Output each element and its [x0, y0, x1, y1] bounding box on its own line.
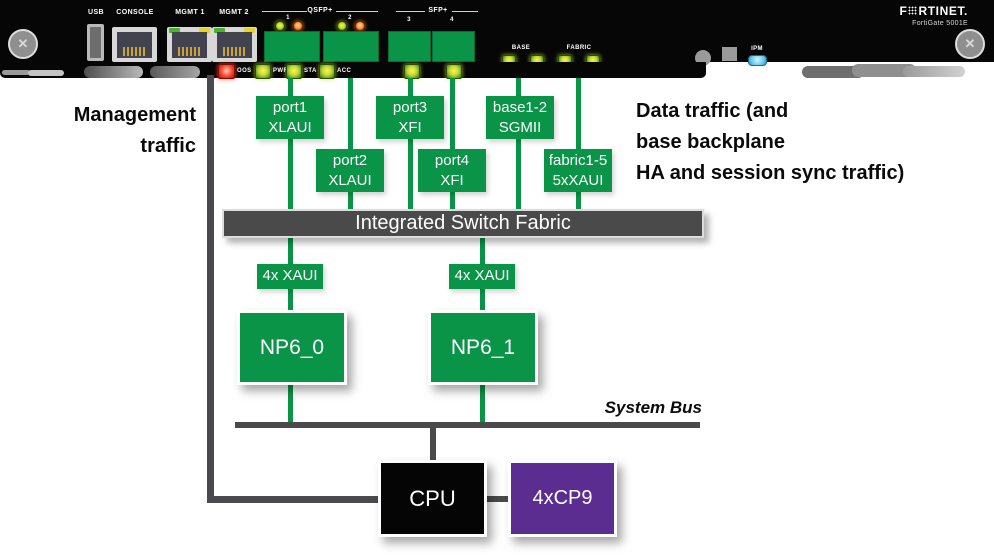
port3-link-line — [408, 78, 413, 209]
mgmt1-activity-led — [199, 28, 210, 33]
pwr-led — [255, 64, 271, 79]
console-label: CONSOLE — [116, 9, 154, 16]
sfp-port3-cage — [388, 31, 431, 62]
mgmt1-label: MGMT 1 — [175, 9, 205, 16]
usb-label: USB — [88, 9, 104, 16]
handle-bar — [903, 66, 965, 77]
mgmt2-label: MGMT 2 — [219, 9, 249, 16]
sfp-bracket-left — [396, 11, 425, 12]
qsfp-port2-cage — [323, 31, 379, 62]
xaui-label-right: 4x XAUI — [449, 264, 515, 289]
qsfp1-amber-led — [293, 21, 303, 31]
oos-led — [218, 64, 235, 79]
mgmt2-activity-led — [244, 28, 255, 33]
sta-led-label: STA — [304, 68, 317, 74]
qsfp-bracket-right — [336, 11, 378, 12]
mgmt2-link-led — [214, 28, 225, 33]
left-screw-icon: ✕ — [8, 29, 38, 59]
sfp-bracket-right — [452, 11, 478, 12]
cpu-cp9-line — [487, 496, 508, 502]
cpu-chip: CPU — [378, 460, 487, 537]
np6-0-chip: NP6_0 — [237, 310, 347, 385]
sfp3-number: 3 — [407, 17, 411, 23]
right-screw-icon: ✕ — [955, 29, 985, 59]
port1-link-line — [288, 78, 293, 209]
port4-link-line — [450, 78, 455, 209]
acc-led — [319, 64, 335, 79]
sfp4-status-led — [446, 64, 462, 79]
handle-bar — [2, 70, 30, 75]
handle-bar — [802, 66, 864, 78]
fabric-label: FABRIC — [566, 45, 592, 51]
system-bus-line — [235, 422, 700, 428]
mgmt1-port — [167, 27, 212, 62]
cp9-chip: 4xCP9 — [508, 460, 617, 537]
fabric-link-line — [576, 78, 581, 209]
ipm-label: IPM — [751, 46, 763, 52]
qsfp1-green-led — [275, 21, 285, 31]
port2-link-line — [348, 78, 353, 209]
qsfp1-number: 1 — [286, 15, 290, 21]
sfp3-status-led — [404, 64, 420, 79]
np6-1-bus-line — [480, 385, 485, 423]
management-traffic-line-horizontal — [207, 496, 381, 503]
sfp4-number: 4 — [450, 17, 454, 23]
console-port — [112, 27, 157, 62]
qsfp-label: QSFP+ — [307, 7, 333, 14]
mgmt1-link-led — [169, 28, 180, 33]
sta-led — [286, 64, 302, 79]
management-traffic-annotation: Management traffic — [73, 104, 196, 157]
acc-led-label: ACC — [337, 68, 352, 74]
qsfp2-green-led — [337, 21, 347, 31]
handle-bar — [852, 64, 916, 77]
fortinet-o-icon — [908, 6, 918, 15]
base-label: BASE — [511, 45, 531, 51]
handle-bar — [84, 66, 143, 78]
np6-0-bus-line — [288, 385, 293, 423]
oos-led-label: OOS — [237, 68, 252, 74]
sfp-port4-cage — [432, 31, 475, 62]
xaui-label-left: 4x XAUI — [257, 264, 323, 289]
front-panel: ✕ ✕ USB CONSOLE MGMT 1 MGMT 2 QSFP+ 1 2 — [0, 0, 994, 66]
np6-1-chip: NP6_1 — [428, 310, 538, 385]
qsfp2-amber-led — [355, 21, 365, 31]
ipm-led — [748, 55, 767, 66]
mgmt2-port — [212, 27, 257, 62]
base-link-line — [516, 78, 521, 209]
bus-cpu-line — [430, 428, 436, 460]
shutdown-button — [722, 47, 737, 61]
handle-bar — [28, 70, 64, 76]
data-traffic-annotation: Data traffic (and base backplane HA and … — [636, 100, 905, 184]
usb-port — [87, 24, 104, 61]
qsfp2-number: 2 — [348, 15, 352, 21]
system-bus-label: System Bus — [604, 398, 702, 417]
management-traffic-line-vertical — [207, 75, 214, 503]
sfp-label: SFP+ — [428, 7, 448, 14]
integrated-switch-fabric-bar: Integrated Switch Fabric — [222, 209, 704, 238]
qsfp-bracket-left — [262, 11, 307, 12]
handle-bar — [150, 66, 200, 78]
pwr-led-label: PWR — [273, 68, 289, 74]
qsfp-port1-cage — [264, 31, 320, 62]
model-label: FortiGate 5001E — [912, 20, 968, 27]
